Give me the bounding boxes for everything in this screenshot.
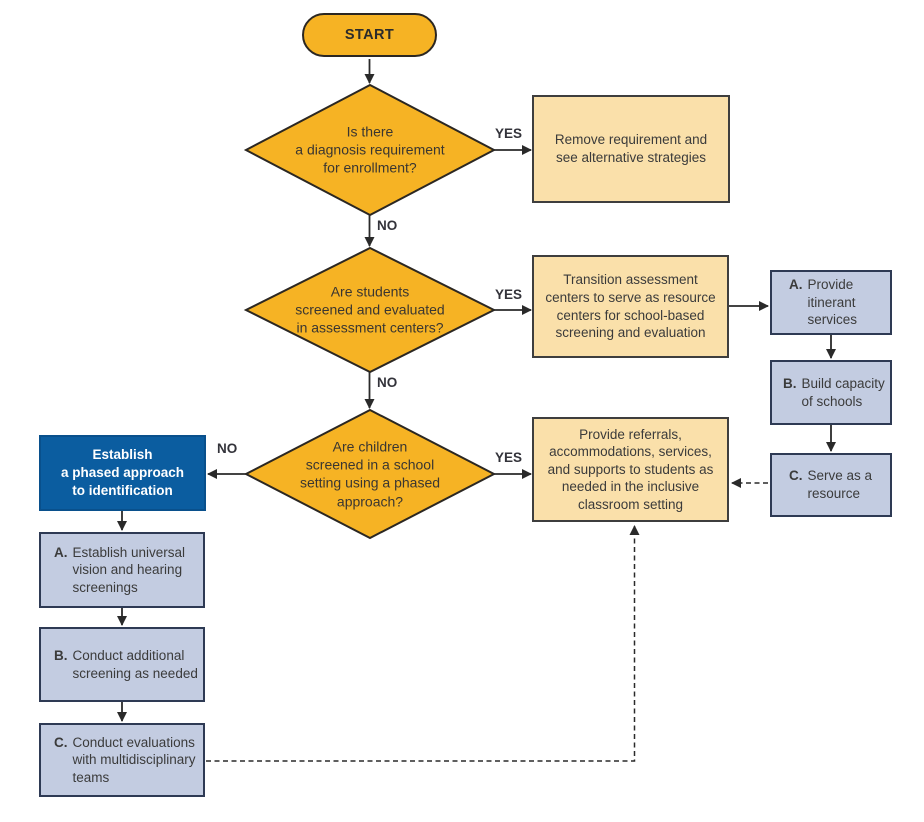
action-provide-referrals: Provide referrals, accommodations, servi… <box>532 417 729 522</box>
step-multidisciplinary-evaluations: C. Conduct evaluations with multidiscipl… <box>39 723 205 797</box>
step-text: Serve as a resource <box>807 468 873 501</box>
step-letter: C. <box>789 468 803 484</box>
step-letter: A. <box>54 544 68 560</box>
step-letter: B. <box>783 375 797 391</box>
step-text: Conduct additional screening as needed <box>72 647 198 681</box>
step-build-capacity: B. Build capacity of schools <box>770 360 892 425</box>
edge-label-yes-assessment: YES <box>495 287 523 302</box>
edge-label-yes-phased: YES <box>495 450 523 465</box>
step-letter: A. <box>789 277 803 293</box>
edge-label-no-diagnosis: NO <box>377 218 398 233</box>
action-establish-phased-approach-label: Establish a phased approach to identific… <box>60 446 185 499</box>
start-label: START <box>344 27 395 43</box>
decision-diagnosis-label: Is there a diagnosis requirement for enr… <box>295 123 445 177</box>
edge-label-no-assessment: NO <box>377 375 398 390</box>
start-node: START <box>302 13 437 57</box>
action-remove-requirement-label: Remove requirement and see alternative s… <box>554 132 708 165</box>
step-serve-as-resource: C. Serve as a resource <box>770 453 892 517</box>
step-universal-screenings: A. Establish universal vision and hearin… <box>39 532 205 608</box>
decision-phased-approach-label: Are children screened in a school settin… <box>299 438 441 510</box>
dashed-arrow-evaluations-to-referrals <box>206 525 640 762</box>
step-text: Conduct evaluations with multidisciplina… <box>72 734 196 785</box>
action-transition-centers: Transition assessment centers to serve a… <box>532 255 729 358</box>
step-text: Build capacity of schools <box>801 375 885 409</box>
decision-phased-approach-shape <box>243 408 497 540</box>
step-letter: B. <box>54 647 68 663</box>
decision-assessment-centers-label: Are students screened and evaluated in a… <box>295 283 445 337</box>
action-transition-centers-label: Transition assessment centers to serve a… <box>545 272 716 341</box>
step-provide-itinerant-services: A. Provide itinerant services <box>770 270 892 335</box>
step-additional-screening: B. Conduct additional screening as neede… <box>39 627 205 702</box>
edge-label-yes-diagnosis: YES <box>495 126 523 141</box>
action-remove-requirement: Remove requirement and see alternative s… <box>532 95 730 203</box>
step-letter: C. <box>54 734 68 750</box>
action-provide-referrals-label: Provide referrals, accommodations, servi… <box>547 426 714 512</box>
action-establish-phased-approach: Establish a phased approach to identific… <box>39 435 206 511</box>
edge-label-no-phased: NO <box>217 441 238 456</box>
step-text: Provide itinerant services <box>807 277 858 328</box>
step-text: Establish universal vision and hearing s… <box>72 544 186 595</box>
